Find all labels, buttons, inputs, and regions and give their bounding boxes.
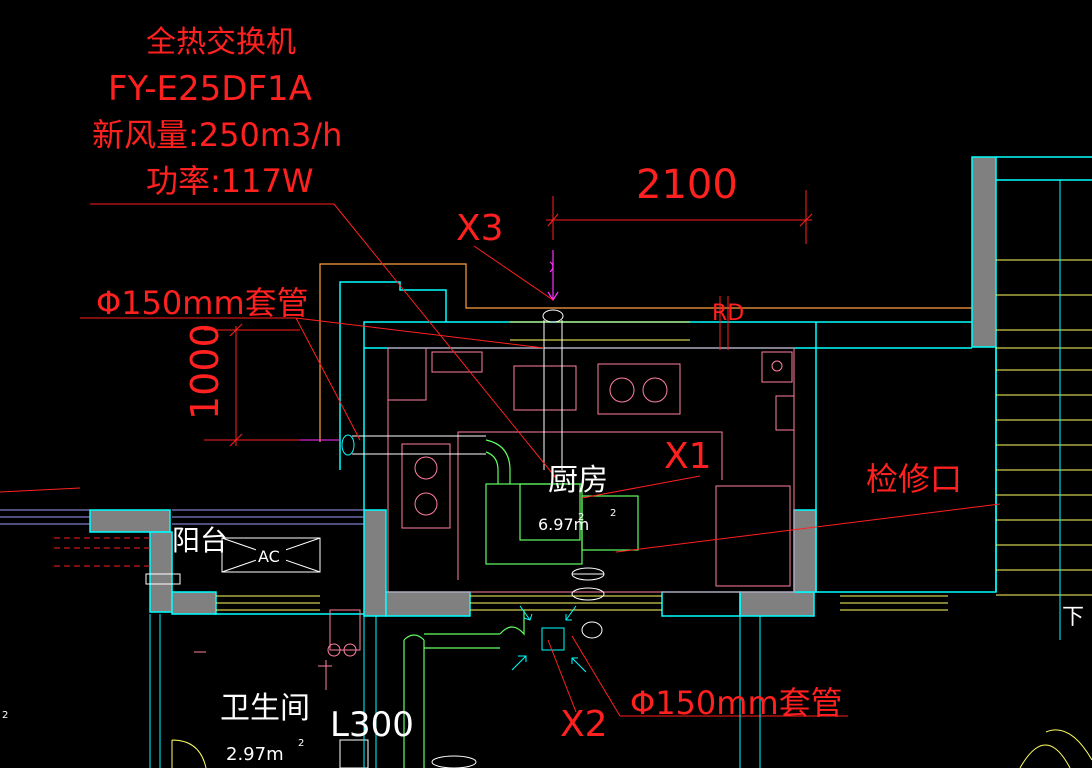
kitchen-area: 6.97m — [538, 515, 589, 534]
dimension-2100-label: 2100 — [636, 162, 738, 208]
equipment-power: 功率:117W — [146, 162, 314, 200]
dimension-1000-label: 1000 — [183, 323, 227, 420]
stair — [996, 180, 1092, 640]
dimension-2100 — [546, 190, 813, 244]
outer-wall-lines — [319, 263, 972, 442]
bathroom-walls — [149, 614, 761, 768]
fresh-air-duct — [284, 309, 605, 768]
bathroom-area: 2.97m — [226, 744, 284, 765]
ac-label: AC — [258, 547, 280, 566]
label-inspection-port: 检修口 — [866, 460, 962, 498]
kitchen-fixtures — [194, 347, 795, 653]
label-x1: X1 — [664, 436, 712, 477]
balcony-drain-lines — [54, 537, 181, 585]
room-outlines — [214, 156, 1092, 615]
label-x3: X3 — [456, 208, 504, 249]
equipment-model: FY-E25DF1A — [108, 69, 312, 109]
equipment-name: 全热交换机 — [146, 25, 296, 60]
label-balcony: 阳台 — [172, 524, 228, 557]
magenta-supply-arrow — [547, 250, 559, 302]
sleeve-label-top: Φ150mm套管 — [96, 284, 309, 322]
left-pipes — [0, 487, 364, 525]
kitchen-area-unit-sup: 2 — [578, 512, 584, 523]
heat-exchanger — [403, 439, 639, 768]
label-x2: X2 — [560, 704, 608, 745]
label-down: 下 — [1062, 605, 1084, 630]
sleeve-label-bottom: Φ150mm套管 — [630, 684, 843, 722]
label-rd: RD — [712, 301, 744, 326]
ac-label-backdrop — [256, 546, 286, 564]
leader-lines — [80, 203, 1001, 717]
label-bathroom: 卫生间 — [220, 691, 310, 726]
equipment-airflow: 新风量:250m3/h — [92, 116, 342, 154]
dimension-1000 — [204, 323, 300, 447]
bathroom-fixtures — [171, 609, 1092, 768]
label-kitchen: 厨房 — [548, 463, 608, 498]
left-edge-sup: 2 — [2, 710, 8, 721]
fridge-sup-label: 2 — [610, 508, 616, 519]
windows — [216, 321, 948, 611]
label-l300: L300 — [330, 705, 414, 745]
airflow-arrows — [511, 605, 587, 673]
bathroom-area-unit-sup: 2 — [298, 738, 304, 749]
